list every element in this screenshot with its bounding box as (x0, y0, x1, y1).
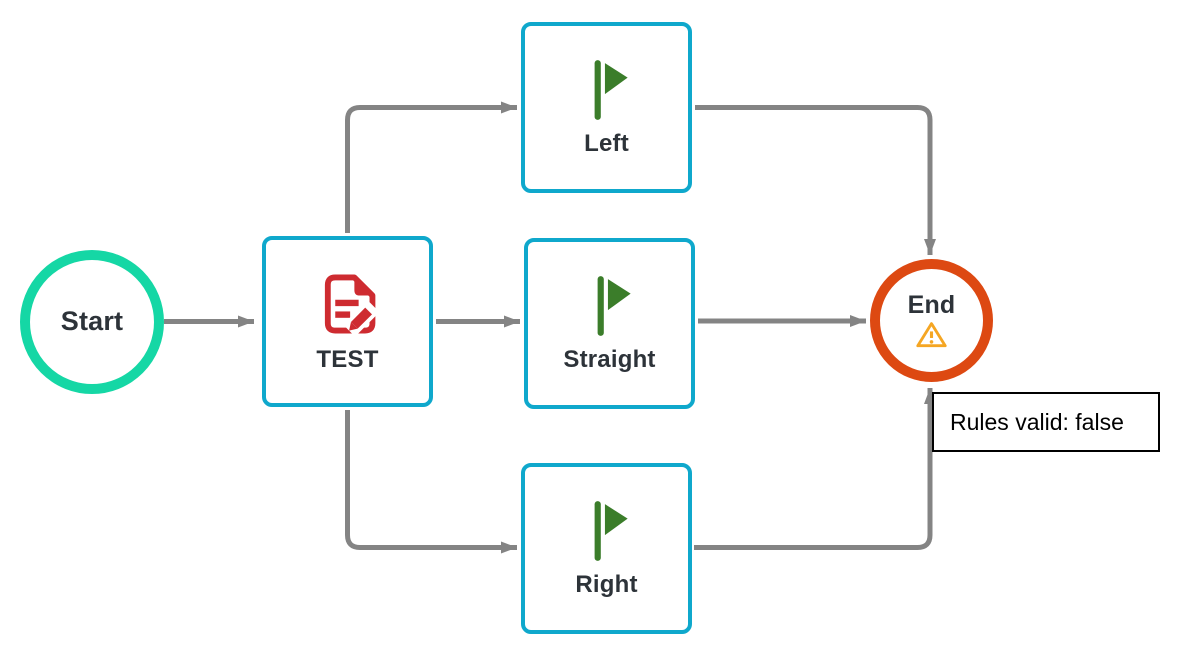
flag-icon (597, 275, 631, 336)
node-end[interactable]: End (870, 259, 993, 382)
node-left[interactable]: Left (521, 22, 692, 193)
flag-icon (594, 59, 628, 120)
node-test-label: TEST (316, 345, 379, 373)
node-straight-label: Straight (563, 345, 656, 373)
edge-test-to-left[interactable] (345, 101, 518, 234)
edge-test-to-right[interactable] (345, 410, 518, 554)
node-start[interactable]: Start (20, 250, 164, 394)
warning-icon (916, 321, 947, 347)
node-straight[interactable]: Straight (524, 238, 695, 409)
node-test[interactable]: TEST (262, 236, 433, 407)
flag-icon (594, 500, 628, 561)
node-left-label: Left (584, 129, 629, 157)
node-right-label: Right (575, 570, 638, 598)
node-right[interactable]: Right (521, 463, 692, 634)
edge-left-to-end[interactable] (695, 105, 936, 256)
edge-right-to-end[interactable] (694, 388, 936, 550)
rules-valid-annotation[interactable]: Rules valid: false (932, 392, 1160, 452)
node-end-label: End (907, 291, 956, 320)
document-edit-icon (324, 274, 380, 337)
node-start-label: Start (60, 306, 124, 337)
rules-valid-annotation-text: Rules valid: false (950, 408, 1124, 435)
